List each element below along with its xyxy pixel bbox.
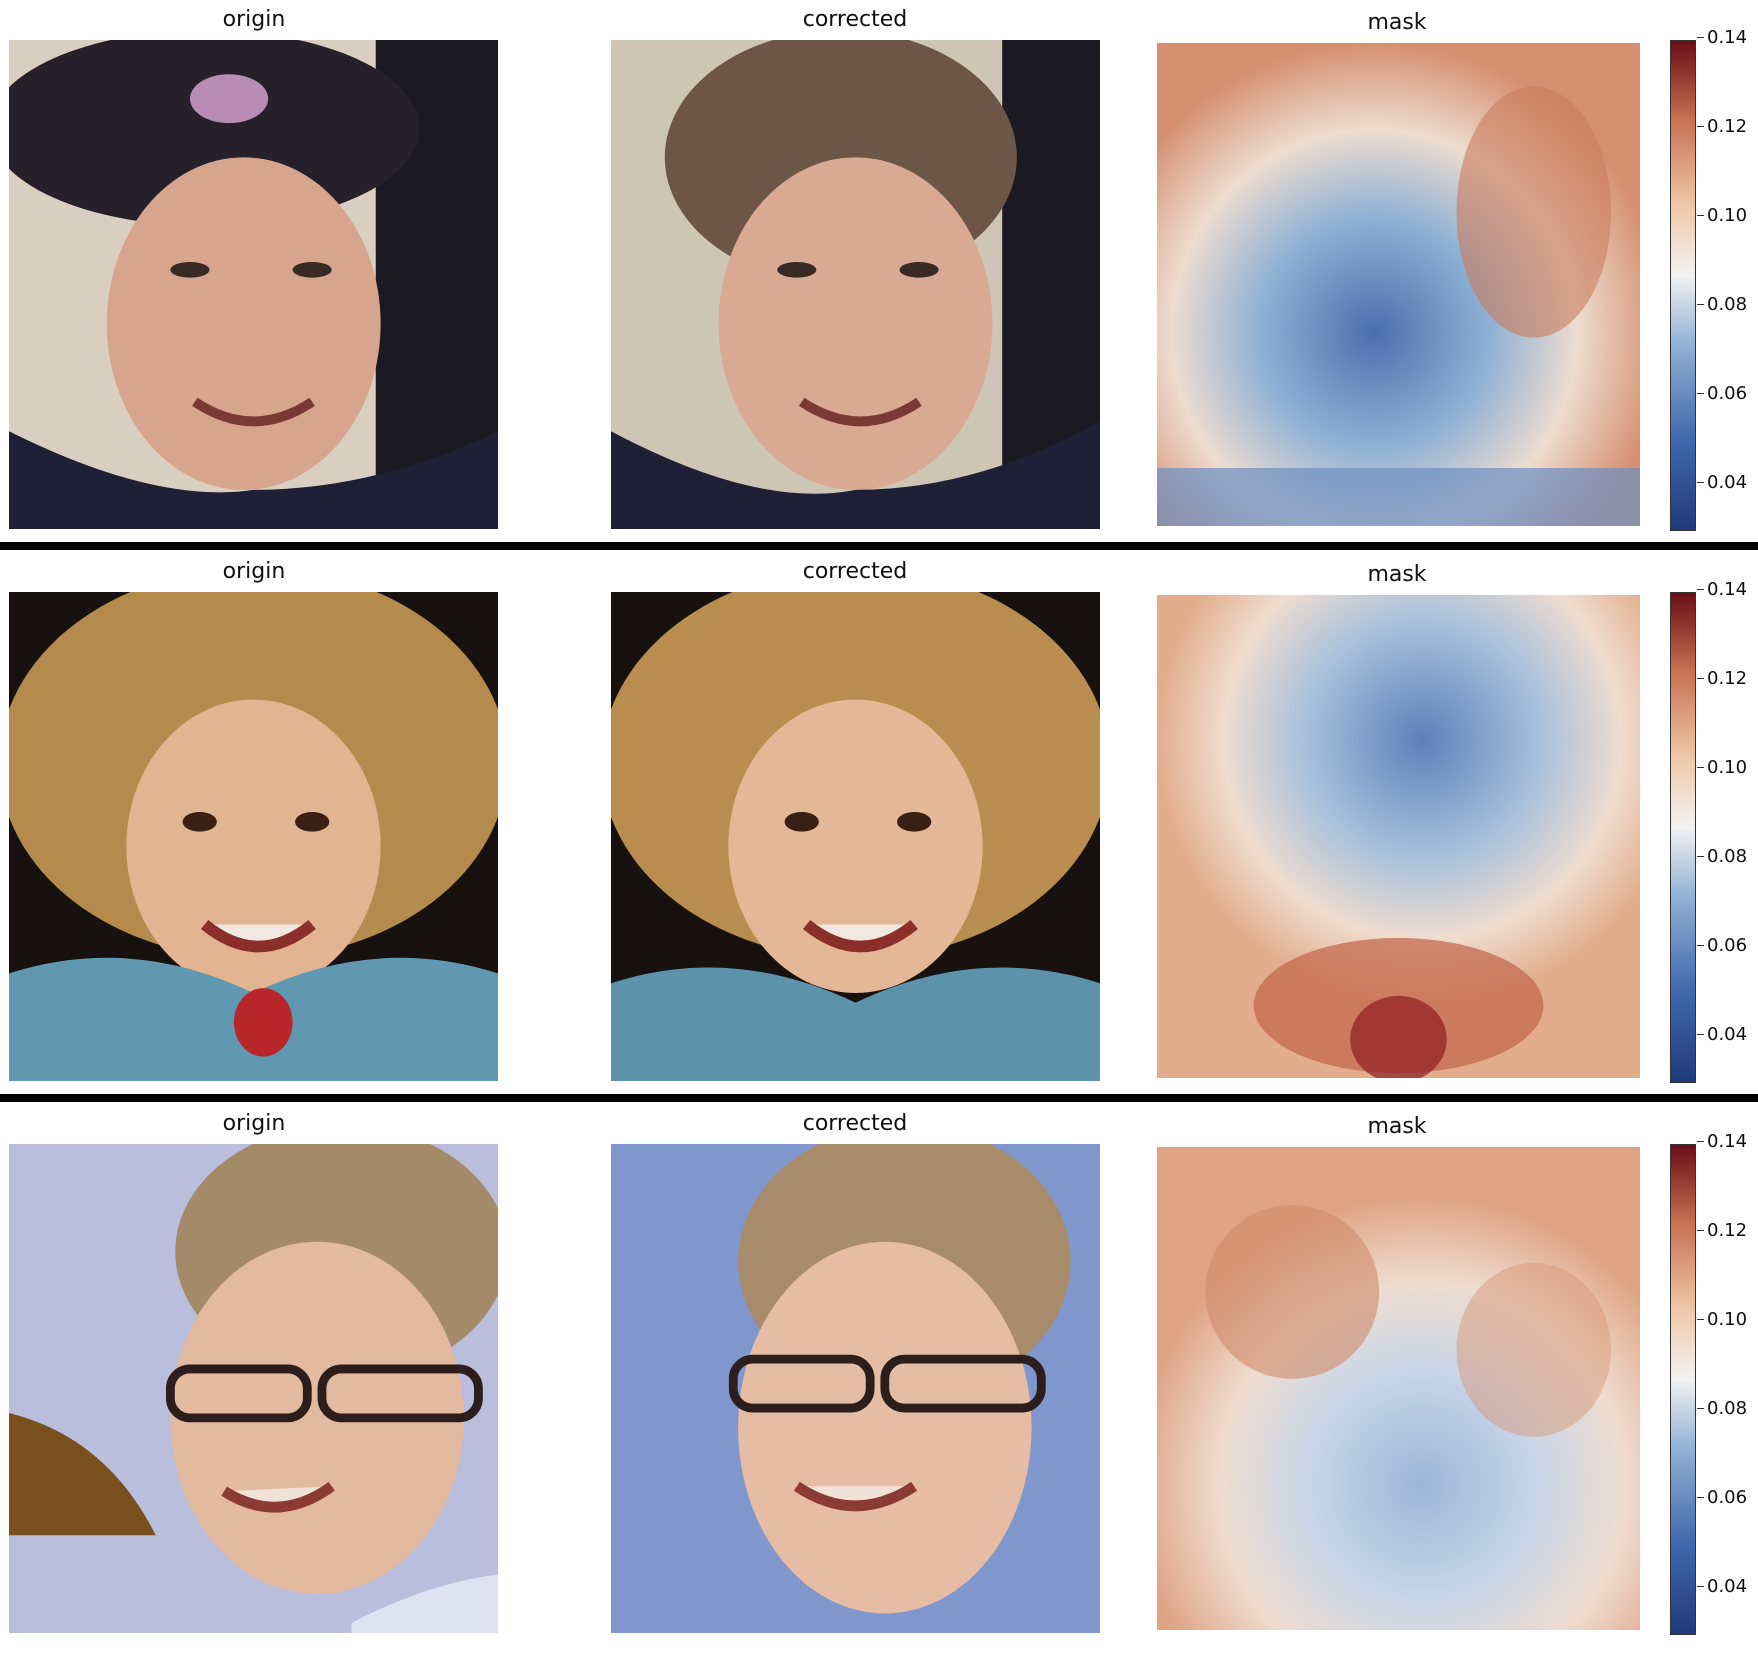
panel-title-mask: mask [1367, 1114, 1427, 1139]
row-divider [0, 1094, 1758, 1102]
origin-image [9, 592, 498, 1081]
panel-title-origin: origin [222, 7, 286, 32]
colorbar-tick: 0.12 [1696, 668, 1748, 689]
mask-heatmap [1157, 595, 1640, 1078]
colorbar-tick: 0.08 [1696, 846, 1748, 867]
colorbar [1670, 592, 1696, 1083]
colorbar-tick: 0.04 [1696, 472, 1748, 493]
colorbar-tick: 0.14 [1696, 27, 1748, 48]
colorbar-tick: 0.14 [1696, 1131, 1748, 1152]
colorbar-tick: 0.10 [1696, 1309, 1748, 1330]
colorbar-tick: 0.08 [1696, 294, 1748, 315]
colorbar-tick: 0.08 [1696, 1398, 1748, 1419]
mask-heatmap [1157, 43, 1640, 526]
panel-title-mask: mask [1367, 10, 1427, 35]
origin-image [9, 40, 498, 529]
row-divider [0, 542, 1758, 550]
figure-row-2: origin corrected mask [0, 552, 1758, 1104]
panel-title-origin: origin [222, 559, 286, 584]
colorbar-tick: 0.12 [1696, 1220, 1748, 1241]
colorbar-tick: 0.04 [1696, 1024, 1748, 1045]
colorbar [1670, 1144, 1696, 1635]
mask-heatmap [1157, 1147, 1640, 1630]
colorbar-tick: 0.04 [1696, 1576, 1748, 1597]
figure-row-1: origin corrected mask [0, 0, 1758, 552]
colorbar-tick: 0.10 [1696, 205, 1748, 226]
panel-title-origin: origin [222, 1111, 286, 1136]
figure-row-3: origin corrected mask [0, 1104, 1758, 1656]
panel-title-corrected: corrected [802, 559, 908, 584]
colorbar [1670, 40, 1696, 531]
colorbar-tick: 0.12 [1696, 116, 1748, 137]
panel-title-corrected: corrected [802, 1111, 908, 1136]
corrected-image [611, 40, 1100, 529]
origin-image [9, 1144, 498, 1633]
panel-title-mask: mask [1367, 562, 1427, 587]
colorbar-tick: 0.06 [1696, 383, 1748, 404]
colorbar-tick: 0.14 [1696, 579, 1748, 600]
colorbar-tick: 0.10 [1696, 757, 1748, 778]
colorbar-tick: 0.06 [1696, 935, 1748, 956]
panel-title-corrected: corrected [802, 7, 908, 32]
corrected-image [611, 592, 1100, 1081]
colorbar-tick: 0.06 [1696, 1487, 1748, 1508]
corrected-image [611, 1144, 1100, 1633]
